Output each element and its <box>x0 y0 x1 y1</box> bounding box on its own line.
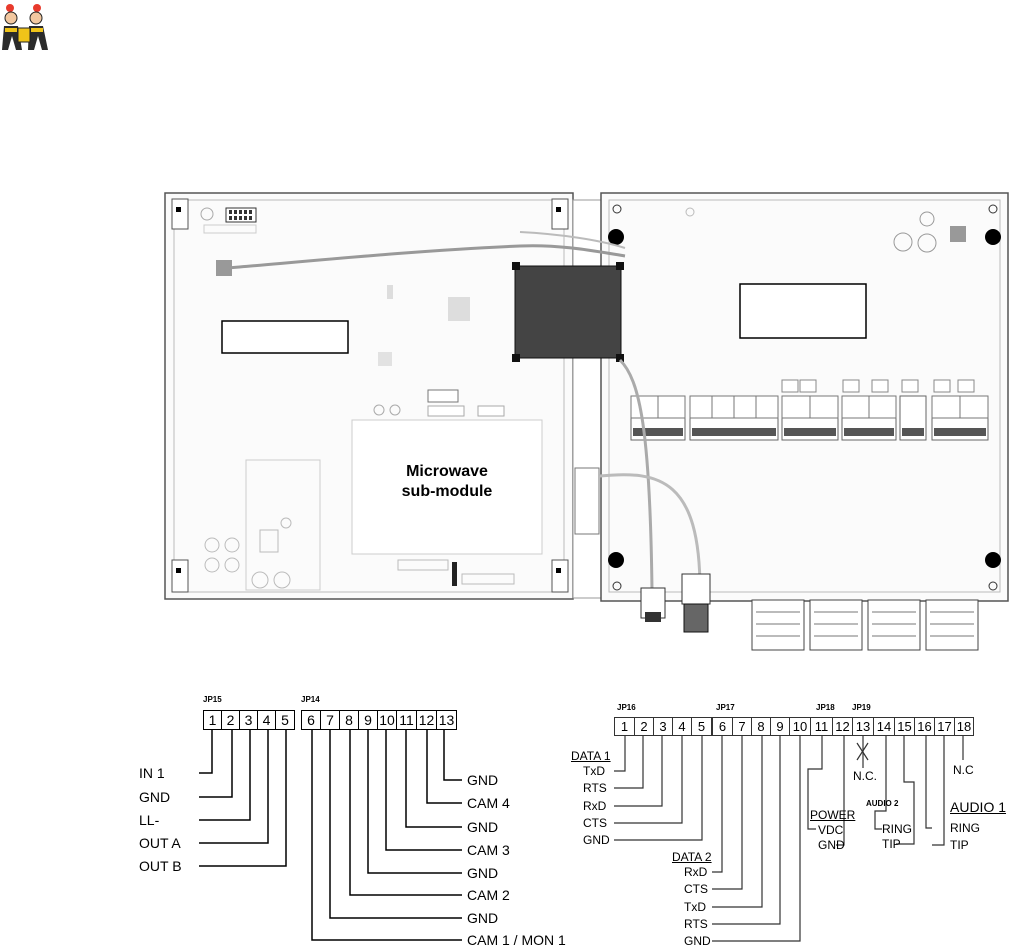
pin: 3 <box>239 710 258 730</box>
label-cam-3: CAM 3 <box>467 842 510 858</box>
label-ll-minus: LL- <box>139 812 160 828</box>
audio1-title: AUDIO 1 <box>950 799 1007 815</box>
pin: 4 <box>257 710 276 730</box>
pin: 2 <box>221 710 240 730</box>
label-cam-1-mon-1: CAM 1 / MON 1 <box>467 932 566 948</box>
label-out-a: OUT A <box>139 835 181 851</box>
data1-cts: CTS <box>583 816 607 830</box>
pin: 1 <box>203 710 222 730</box>
label-cam-2: CAM 2 <box>467 887 510 903</box>
data2-title: DATA 2 <box>672 850 712 864</box>
data1-rts: RTS <box>583 781 607 795</box>
pin: 7 <box>732 717 752 736</box>
pin: 15 <box>894 717 915 736</box>
data2-txd: TxD <box>684 900 706 914</box>
pin: 1 <box>614 717 635 736</box>
power-gnd: GND <box>818 838 845 852</box>
audio2-ring: RING <box>882 822 912 836</box>
pin: 17 <box>934 717 955 736</box>
data2-rts: RTS <box>684 917 708 931</box>
nc-label-18: N.C <box>953 763 974 777</box>
pin: 4 <box>672 717 692 736</box>
pin: 18 <box>954 717 974 736</box>
pin: 6 <box>712 717 733 736</box>
microwave-submodule-label: Microwave sub-module <box>401 463 493 500</box>
data2-cts: CTS <box>684 882 708 896</box>
pin: 10 <box>377 710 397 730</box>
pin: 11 <box>396 710 417 730</box>
pin: 8 <box>751 717 771 736</box>
enclosure-diagram <box>164 192 1009 651</box>
dark-module <box>514 265 622 359</box>
pin: 16 <box>914 717 935 736</box>
nc-label-13: N.C. <box>853 769 877 783</box>
pin: 11 <box>810 717 833 736</box>
label-out-b: OUT B <box>139 858 182 874</box>
label-gnd: GND <box>467 819 499 835</box>
pin: 13 <box>852 717 874 736</box>
label-cam-4: CAM 4 <box>467 795 510 811</box>
jp18-label: JP18 <box>816 703 835 712</box>
pin: 5 <box>275 710 295 730</box>
label-gnd: GND <box>139 789 171 805</box>
data2-gnd: GND <box>684 934 711 948</box>
pin: 9 <box>770 717 790 736</box>
audio2-tip: TIP <box>882 837 901 851</box>
audio1-ring: RING <box>950 821 980 835</box>
label-gnd: GND <box>467 910 499 926</box>
pin: 3 <box>653 717 673 736</box>
audio2-title: AUDIO 2 <box>866 799 899 808</box>
jp17-label: JP17 <box>716 703 735 712</box>
pin: 9 <box>358 710 378 730</box>
pin: 2 <box>634 717 654 736</box>
label-in-1: IN 1 <box>139 765 165 781</box>
data1-txd: TxD <box>583 764 605 778</box>
pin: 7 <box>320 710 340 730</box>
jp14-label: JP14 <box>301 695 320 704</box>
label-gnd: GND <box>467 865 499 881</box>
warning-figures-logo-icon <box>2 4 48 50</box>
pin: 6 <box>301 710 321 730</box>
jp16-label: JP16 <box>617 703 636 712</box>
pin: 13 <box>436 710 457 730</box>
pin: 12 <box>416 710 437 730</box>
pin: 14 <box>873 717 895 736</box>
jp19-label: JP19 <box>852 703 871 712</box>
jp15-label: JP15 <box>203 695 222 704</box>
label-gnd: GND <box>467 772 499 788</box>
power-title: POWER <box>810 808 856 822</box>
data1-title: DATA 1 <box>571 749 611 763</box>
data1-rxd: RxD <box>583 799 607 813</box>
pin: 10 <box>789 717 811 736</box>
data2-rxd: RxD <box>684 865 708 879</box>
power-vdc: VDC <box>818 823 844 837</box>
pin: 5 <box>691 717 712 736</box>
audio1-tip: TIP <box>950 838 969 852</box>
pin: 8 <box>339 710 359 730</box>
data1-gnd: GND <box>583 833 610 847</box>
pin: 12 <box>832 717 853 736</box>
